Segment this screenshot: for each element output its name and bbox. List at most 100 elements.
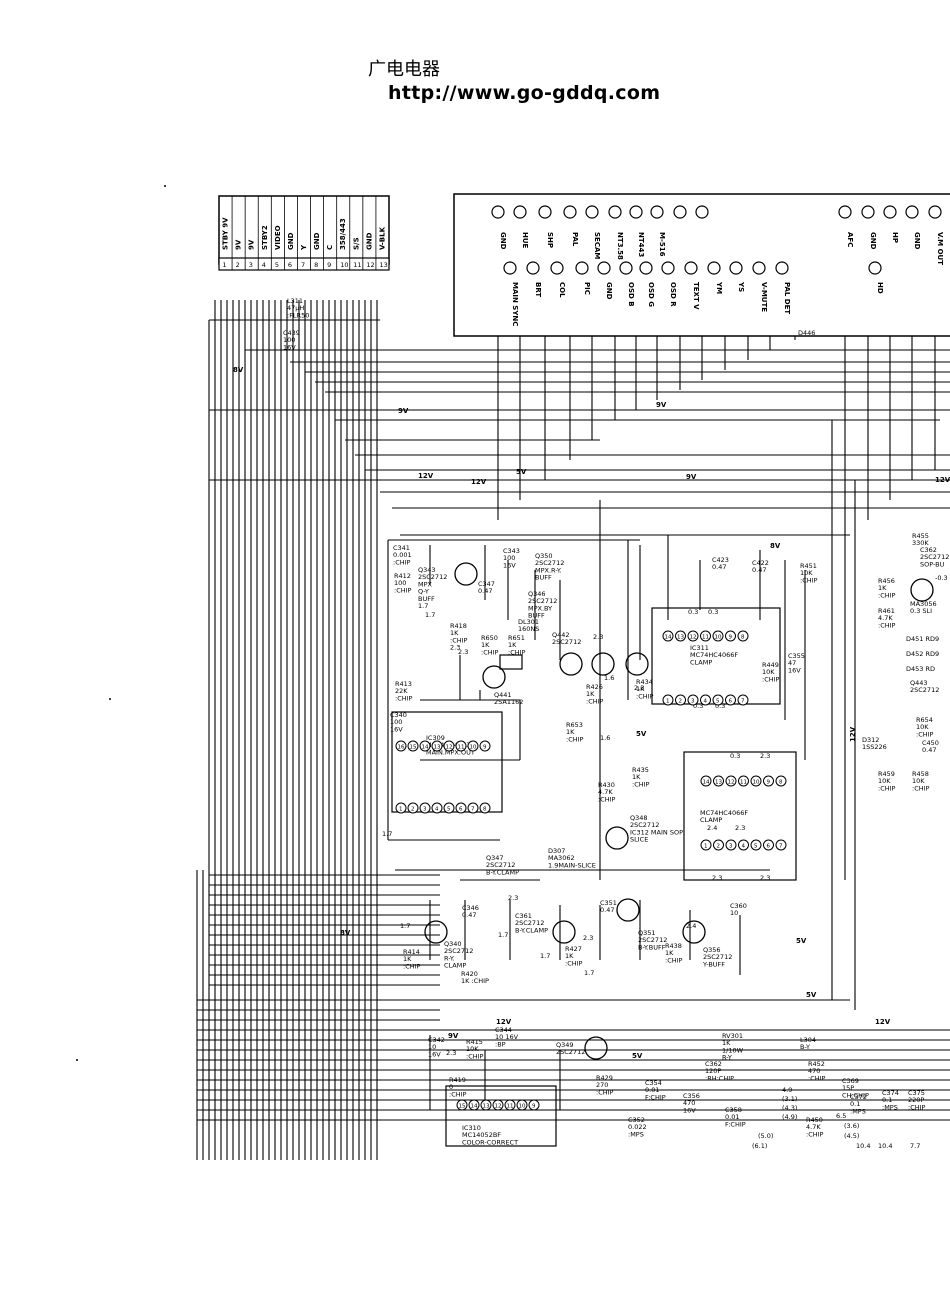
component-label-ma3056: MA3056 bbox=[910, 600, 937, 608]
component-label-c372: 0.1 bbox=[850, 1100, 860, 1108]
component-label-c342: 16V bbox=[428, 1050, 441, 1058]
component-label-q343: Q343 bbox=[418, 566, 436, 574]
ic-pin-circle bbox=[492, 1099, 504, 1111]
component-label-c360: 10 bbox=[730, 909, 738, 917]
ic-pin-circle bbox=[700, 694, 711, 706]
component-label-r651: :CHIP bbox=[508, 648, 526, 656]
component-label-l311: :FLR50 bbox=[287, 311, 309, 319]
ic-pin-circle bbox=[775, 839, 787, 851]
component-label-c450: C450 bbox=[922, 739, 939, 747]
left-connector-pin-number: 13 bbox=[379, 261, 387, 269]
component-label-r415: :CHIP bbox=[466, 1052, 484, 1060]
component-label-q442: Q442 bbox=[552, 631, 570, 639]
left-connector-number-row bbox=[218, 257, 390, 271]
left-connector-pin-label: 9V bbox=[248, 239, 256, 250]
connector-terminal bbox=[597, 261, 611, 275]
voltage-annotation: 4.9 bbox=[782, 1086, 792, 1094]
component-label-r418: :CHIP bbox=[450, 636, 468, 644]
component-label-r654: :CHIP bbox=[916, 730, 934, 738]
voltage-annotation: 2.4 bbox=[686, 922, 696, 930]
component-label-c356: 16V bbox=[683, 1106, 696, 1114]
connector-terminal bbox=[585, 205, 599, 219]
component-label-c439: C439 bbox=[283, 329, 300, 337]
ic-pin-circle bbox=[712, 694, 724, 706]
component-label-r653: :CHIP bbox=[566, 735, 584, 743]
ic-pin-circle bbox=[763, 839, 774, 851]
right-connector-top-pin-label: HUE bbox=[521, 232, 529, 249]
component-label-c375: C375 bbox=[908, 1089, 925, 1097]
component-label-d312: 1SS226 bbox=[862, 743, 887, 751]
right-connector-top-pin-label: GND bbox=[499, 232, 507, 250]
ic-pin-circle bbox=[662, 694, 674, 706]
component-label-q346: 2SC2712 bbox=[528, 597, 557, 605]
component-label-q343: MPX bbox=[418, 580, 433, 588]
component-label-r435: :CHIP bbox=[632, 780, 650, 788]
component-label-c369: C369 bbox=[842, 1077, 859, 1085]
net-label: 5V bbox=[636, 730, 647, 738]
ic-pin-number: 5 bbox=[754, 843, 758, 849]
voltage-annotation: 2.3 bbox=[508, 894, 518, 902]
component-label-q346: BUFF bbox=[528, 612, 545, 620]
ic-pin-circle bbox=[443, 802, 455, 814]
component-label-r426: 1K bbox=[586, 690, 595, 698]
component-label-c344: C344 bbox=[495, 1026, 512, 1034]
component-label-c361: C361 bbox=[515, 912, 532, 920]
ic-pin-number: 13 bbox=[483, 1103, 490, 1109]
voltage-annotation: 2.3 bbox=[760, 752, 770, 760]
net-label: 5V bbox=[516, 468, 527, 476]
ic-pin-number: 11 bbox=[458, 744, 465, 750]
left-connector-pin-number: 6 bbox=[288, 261, 292, 269]
component-label-r452: R452 bbox=[808, 1060, 825, 1068]
component-label-q348: 2SC2712 bbox=[630, 821, 659, 829]
component-label-r461: R461 bbox=[878, 607, 895, 615]
connector-terminal bbox=[928, 205, 942, 219]
net-label: 9V bbox=[686, 473, 697, 481]
component-label-q443: 2SC2712 bbox=[910, 686, 939, 694]
connector-terminal bbox=[883, 205, 897, 219]
component-label-r412: :CHIP bbox=[394, 586, 412, 594]
left-connector-pin-number: 10 bbox=[340, 261, 348, 269]
component-label-r653: R653 bbox=[566, 721, 583, 729]
site-url[interactable]: http://www.go-gddq.com bbox=[388, 82, 661, 104]
ic-pin-number: 11 bbox=[740, 779, 747, 785]
left-connector-pin-number: 7 bbox=[301, 261, 305, 269]
ic-pin-number: 2 bbox=[411, 806, 415, 812]
voltage-annotation: 0.3 bbox=[708, 608, 718, 616]
voltage-annotation: 2.3 bbox=[583, 934, 593, 942]
component-label-ic311: MC74HC4066F bbox=[690, 651, 738, 659]
component-label-r451: 10K bbox=[800, 569, 813, 577]
left-connector-pin-number: 8 bbox=[314, 261, 318, 269]
component-label-r430: :CHIP bbox=[598, 795, 616, 803]
component-label-c450: 0.47 bbox=[922, 746, 936, 754]
voltage-annotation: 2.4 bbox=[707, 824, 717, 832]
ic-pin-number: 14 bbox=[471, 1103, 478, 1109]
ic-pin-number: 12 bbox=[495, 1103, 502, 1109]
q348-symbol bbox=[605, 826, 629, 850]
component-label-r429: R429 bbox=[596, 1074, 613, 1082]
ic-pin-circle bbox=[737, 630, 749, 642]
component-label-r650: R650 bbox=[481, 634, 498, 642]
component-label-c362: C362 bbox=[705, 1060, 722, 1068]
component-label-r414: 1K bbox=[403, 955, 412, 963]
component-label-q349: Q349 bbox=[556, 1041, 574, 1049]
component-label-c362b: C362 bbox=[920, 546, 937, 554]
q361-symbol bbox=[552, 920, 576, 944]
ic-pin-number: 8 bbox=[483, 806, 487, 812]
ic-pin-circle bbox=[467, 740, 479, 752]
component-label-d307: 1.9MAIN-SLICE bbox=[548, 861, 596, 869]
component-label-rv301: 1/10W bbox=[722, 1046, 744, 1054]
component-label-c356: 470 bbox=[683, 1099, 695, 1107]
component-label-ic310: IC310 bbox=[462, 1124, 481, 1132]
connector-terminal bbox=[538, 205, 552, 219]
component-label-q340: 2SC2712 bbox=[444, 947, 473, 955]
q441-symbol bbox=[482, 665, 506, 689]
component-label-c342: C342 bbox=[428, 1036, 445, 1044]
component-label-c422: C422 bbox=[752, 559, 769, 567]
connector-terminal bbox=[673, 205, 687, 219]
ic-pin-number: 15 bbox=[410, 744, 417, 750]
ic-pin-circle bbox=[725, 839, 737, 851]
component-label-r418: R418 bbox=[450, 622, 467, 630]
component-label-c374: :MPS bbox=[882, 1103, 898, 1111]
component-label-q346: Q346 bbox=[528, 590, 546, 598]
